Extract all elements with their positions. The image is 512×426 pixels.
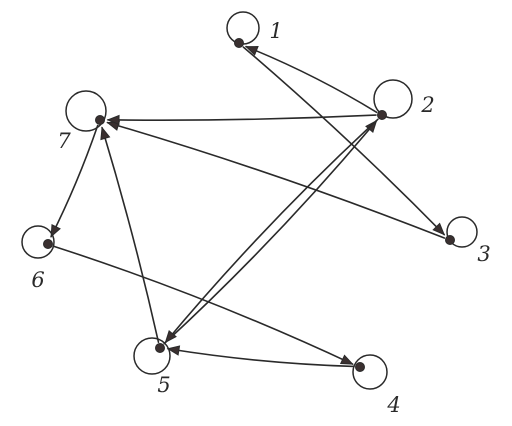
node-label-1: 1 (269, 19, 282, 43)
arrowhead-4-to-5 (166, 345, 181, 356)
arrowhead-7-to-6 (50, 223, 61, 238)
arrowhead-1-to-3 (432, 222, 446, 236)
edge-2-to-1 (245, 45, 378, 114)
self-loops-layer (21, 11, 478, 390)
arrowhead-2-to-1 (244, 46, 259, 56)
node-label-4: 4 (386, 393, 400, 417)
node-label-7: 7 (57, 129, 71, 153)
edge-2-to-7 (107, 114, 377, 121)
self-loop-7 (65, 90, 107, 132)
edge-6-to-4 (52, 245, 354, 365)
edge-5-to-7 (101, 126, 160, 343)
node-label-6: 6 (31, 268, 44, 292)
self-loop-2 (373, 79, 413, 119)
self-loop-1 (226, 11, 260, 45)
edge-1-to-3 (242, 46, 445, 236)
node-7 (95, 115, 105, 125)
arrowhead-2-to-7 (106, 114, 120, 126)
edge-7-to-6 (50, 124, 99, 238)
labels-layer: 1 2 3 4 5 6 7 (31, 19, 490, 417)
node-5 (155, 343, 165, 353)
self-loop-5 (133, 337, 171, 375)
edge-5-to-2 (163, 119, 378, 345)
self-loop-4 (352, 354, 388, 390)
node-1 (234, 38, 244, 48)
self-loop-3 (446, 216, 478, 248)
node-4 (355, 362, 365, 372)
arrowhead-6-to-4 (339, 354, 354, 365)
node-label-3: 3 (477, 242, 490, 266)
node-3 (445, 235, 455, 245)
arrowhead-5-to-7 (100, 126, 111, 141)
node-6 (43, 239, 53, 249)
node-2 (377, 110, 387, 120)
edge-3-to-7 (106, 121, 446, 239)
edge-2-to-5 (164, 118, 379, 344)
node-label-2: 2 (420, 93, 434, 117)
edge-4-to-5 (167, 347, 355, 368)
edges-layer (50, 45, 446, 368)
self-loop-6 (21, 225, 55, 259)
nodes-layer (43, 38, 455, 372)
node-label-5: 5 (157, 373, 170, 397)
arrowhead-2-to-5 (164, 330, 177, 344)
